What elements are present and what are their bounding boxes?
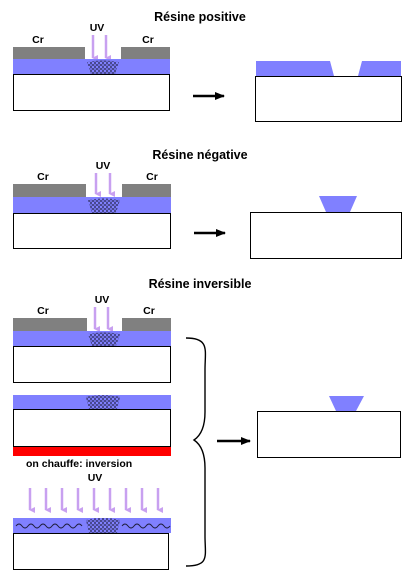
uv-arrow-icon (91, 35, 111, 61)
resist-layer (256, 61, 334, 76)
chromium-label: Cr (37, 171, 49, 183)
chromium-label: Cr (142, 34, 154, 46)
curly-brace-icon (185, 337, 207, 567)
chromium-mask (13, 184, 86, 197)
resist-layer (358, 61, 401, 76)
substrate (13, 74, 170, 111)
heating-step-label: on chauffe: inversion (26, 458, 132, 470)
substrate (13, 213, 171, 249)
uv-label: UV (96, 160, 111, 172)
uv-label: UV (95, 294, 110, 306)
chromium-label: Cr (32, 34, 44, 46)
chromium-mask (122, 184, 171, 197)
resist-pattern (319, 196, 357, 212)
chromium-mask (13, 318, 87, 331)
substrate (255, 76, 402, 122)
uv-arrow-icon (93, 307, 113, 332)
substrate (13, 346, 171, 383)
chromium-mask (13, 47, 85, 59)
chromium-mask (122, 318, 171, 331)
exposed-zone (86, 395, 120, 409)
section-title-negative: Résine négative (152, 148, 247, 162)
section-reversible: Résine inversible UV Cr Cr on chauffe: i… (13, 277, 401, 570)
resist-pattern (329, 396, 364, 411)
section-title-reversible: Résine inversible (149, 277, 252, 291)
uv-arrow-icon (28, 488, 163, 513)
section-title-positive: Résine positive (154, 10, 246, 24)
section-positive: Résine positive UV Cr Cr (13, 10, 402, 122)
exposed-zone (15, 523, 171, 529)
uv-label: UV (88, 472, 103, 484)
chromium-label: Cr (37, 305, 49, 317)
uv-label: UV (90, 22, 105, 34)
hot-plate (13, 447, 171, 456)
exposed-zone (88, 198, 120, 213)
section-negative: Résine négative UV Cr Cr (13, 148, 402, 259)
exposed-zone (86, 518, 120, 533)
substrate (250, 212, 402, 259)
exposed-zone (87, 60, 119, 74)
chromium-label: Cr (146, 171, 158, 183)
chromium-label: Cr (143, 305, 155, 317)
substrate (257, 411, 401, 458)
chromium-mask (121, 47, 170, 59)
uv-arrow-icon (94, 173, 115, 197)
exposed-zone (88, 332, 120, 346)
substrate (13, 533, 169, 570)
substrate (13, 409, 171, 447)
